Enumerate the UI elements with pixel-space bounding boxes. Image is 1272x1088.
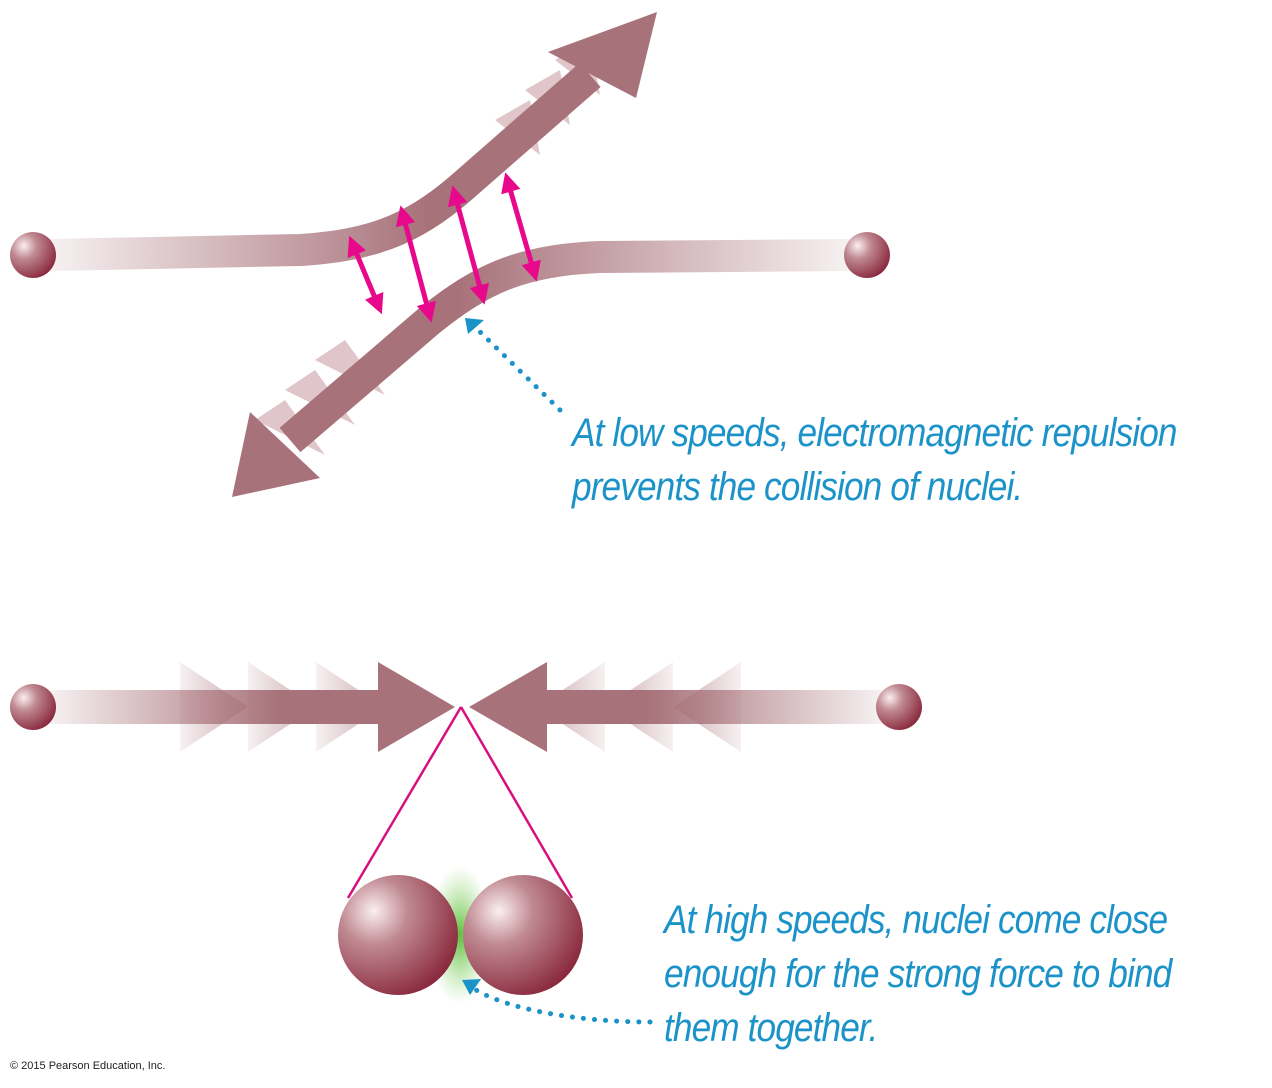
caption-low-speed: At low speeds, electromagnetic repulsion…: [572, 406, 1177, 514]
caption-line: At low speeds, electromagnetic repulsion: [572, 411, 1177, 455]
callout-dots-bottom: [473, 987, 653, 1025]
arrowhead-up-right: [548, 12, 657, 98]
trajectory-left-lower: [50, 690, 380, 724]
nucleus-right-top: [844, 232, 890, 278]
caption-line: prevents the collision of nuclei.: [572, 465, 1023, 509]
caption-line: At high speeds, nuclei come close: [664, 898, 1168, 942]
nucleus-right-bottom: [876, 684, 922, 730]
nucleus-left-bottom: [10, 684, 56, 730]
callout-arrowhead-top: [465, 318, 484, 334]
zoom-lines: [346, 706, 574, 899]
caption-high-speed: At high speeds, nuclei come close enough…: [664, 893, 1172, 1055]
arrowhead-right: [378, 662, 455, 752]
repulsion-arrows: [347, 172, 541, 323]
fused-nucleus-right: [463, 875, 583, 995]
arrowhead-left: [469, 662, 547, 752]
callout-arrowhead-bottom: [462, 979, 481, 995]
caption-line: them together.: [664, 1006, 878, 1050]
arrowhead-down-left: [232, 412, 320, 497]
fused-nucleus-left: [338, 875, 458, 995]
caption-line: enough for the strong force to bind: [664, 952, 1172, 996]
nucleus-left-top: [10, 232, 56, 278]
callout-dots-top: [471, 323, 563, 413]
trajectory-right-lower: [545, 690, 882, 724]
copyright: © 2015 Pearson Education, Inc.: [10, 1060, 166, 1072]
trajectory-left-nucleus: [49, 62, 601, 271]
